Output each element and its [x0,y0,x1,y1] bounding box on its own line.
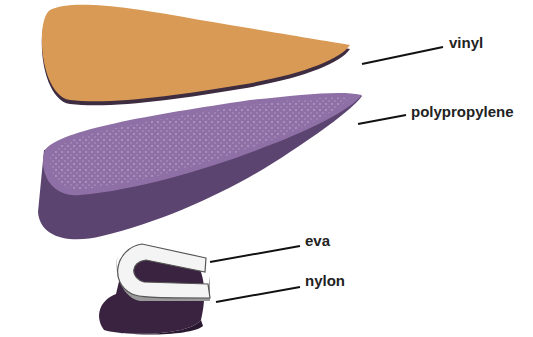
leader-line [362,47,443,64]
leader-line [216,287,300,302]
part-label: vinyl [449,34,483,52]
leader-line [210,246,300,262]
polypropylene-dots [50,97,350,189]
part-label: polypropylene [411,103,514,121]
nylon-side [104,320,203,335]
part-label: eva [305,232,330,250]
part-label: nylon [305,272,345,290]
eva-layer [118,244,210,298]
vinyl-layer [42,5,350,102]
leader-line [358,115,406,124]
polypropylene-top [43,93,362,195]
